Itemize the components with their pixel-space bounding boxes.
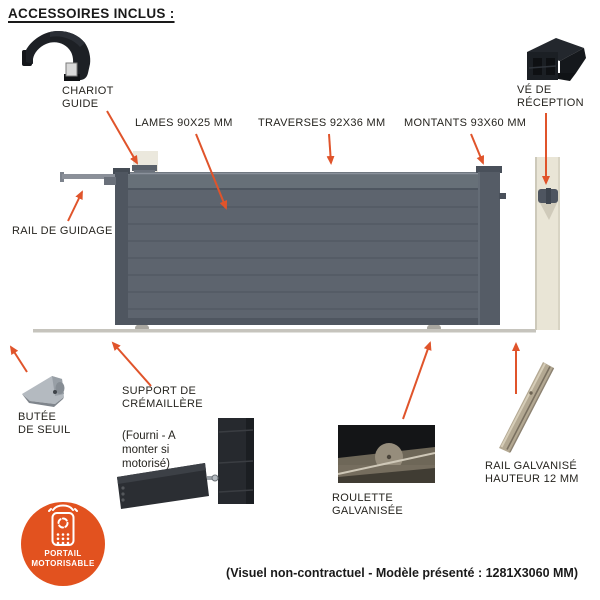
butee-seuil-image xyxy=(22,376,65,407)
page-title: ACCESSOIRES INCLUS : xyxy=(8,6,175,21)
arrow-chariot-guide xyxy=(106,110,138,165)
sliding-gate-illustration xyxy=(33,151,560,333)
chariot-guide-image xyxy=(22,31,91,81)
label-butee-seuil: BUTÉE DE SEUIL xyxy=(18,411,71,436)
label-traverses: TRAVERSES 92X36 MM xyxy=(258,117,386,129)
badge-line2: MOTORISABLE xyxy=(31,559,95,568)
callout-arrows xyxy=(9,110,550,420)
label-lames: LAMES 90X25 MM xyxy=(135,117,233,129)
label-support-cremaillere: SUPPORT DE CRÉMAILLÈRE xyxy=(122,385,203,410)
footer-note: (Visuel non-contractuel - Modèle présent… xyxy=(226,566,578,580)
reception-post xyxy=(535,157,560,330)
label-roulette: ROULETTE GALVANISÉE xyxy=(332,492,404,517)
arrow-support-cremaillere xyxy=(111,341,152,387)
badge-line1: PORTAIL xyxy=(44,549,82,558)
label-rail-guidage: RAIL DE GUIDAGE xyxy=(12,225,113,237)
ground-rail xyxy=(33,329,536,333)
label-ve-reception: VÉ DE RÉCEPTION xyxy=(517,84,584,109)
rail-galvanise-image xyxy=(499,362,555,453)
gate-panel xyxy=(104,166,506,325)
cremaillere-image xyxy=(117,418,254,509)
label-support-note: (Fourni - A monter si motorisé) xyxy=(122,430,176,470)
label-rail-galvanise: RAIL GALVANISÉ HAUTEUR 12 MM xyxy=(485,460,579,485)
motorisable-badge xyxy=(21,502,105,586)
guide-rail-shape xyxy=(60,172,118,182)
remote-control-icon xyxy=(48,504,78,546)
arrow-rail-guidage xyxy=(67,190,83,222)
label-chariot-guide: CHARIOT GUIDE xyxy=(62,85,114,110)
label-montants: MONTANTS 93X60 MM xyxy=(404,117,527,129)
arrow-butee-seuil xyxy=(9,345,28,373)
arrow-roulette xyxy=(402,341,432,420)
roulette-photo xyxy=(338,425,435,483)
arrow-traverses xyxy=(326,133,335,165)
arrow-lames xyxy=(195,133,228,210)
ve-reception-image xyxy=(527,38,586,81)
remote-buttons xyxy=(56,533,70,545)
arrow-montants xyxy=(470,133,485,165)
